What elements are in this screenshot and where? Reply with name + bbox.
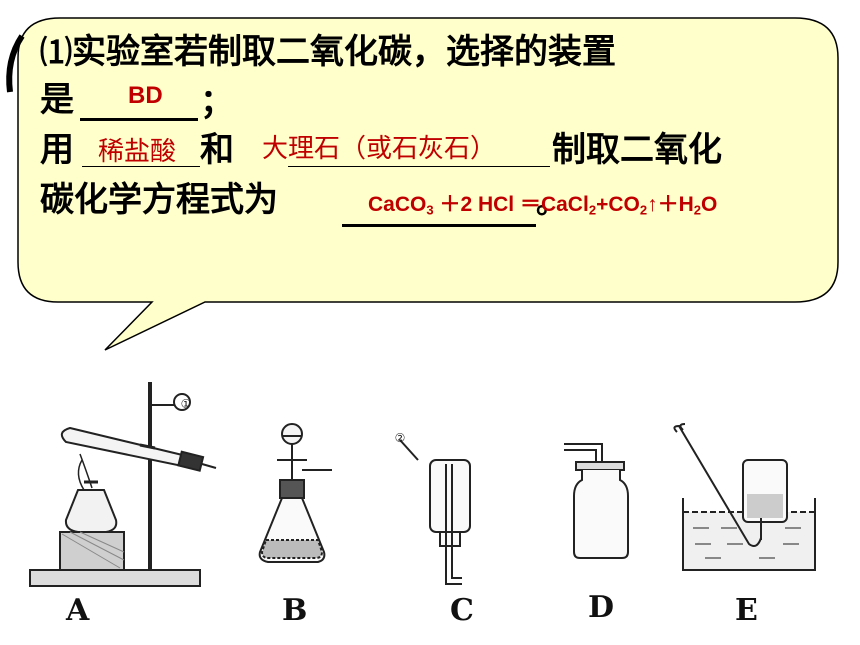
callout-1: ① xyxy=(181,397,192,411)
reagent1-blank xyxy=(82,166,200,167)
equation-blank xyxy=(342,224,536,227)
device-answer: BD xyxy=(128,82,163,109)
device-answer-blank xyxy=(80,118,198,121)
question-line-4-suffix: 。 xyxy=(536,186,566,221)
label-a: A xyxy=(66,593,90,628)
apparatus-e-water-collection xyxy=(673,423,816,571)
callout-2: ② xyxy=(395,431,406,445)
question-line-2-suffix: ； xyxy=(200,82,234,122)
reagent1-answer: 稀盐酸 xyxy=(98,137,177,167)
question-line-3-suffix: 制取二氧化 xyxy=(552,130,722,170)
reagent2-answer: 大理石（或石灰石） xyxy=(262,134,497,164)
equation-answer: CaCO3 ＋2 HCl ＝CaCl2+CO2↑＋H2O xyxy=(368,193,718,218)
question-line-3-prefix: 用 xyxy=(40,130,74,170)
apparatus-c-gas-bottle: ② xyxy=(395,431,471,585)
reagent2-blank xyxy=(288,166,550,167)
label-e: E xyxy=(735,593,758,628)
label-c: C xyxy=(450,593,474,628)
speech-bubble xyxy=(6,17,839,351)
apparatus-b-conical-flask xyxy=(258,423,332,563)
label-b: B xyxy=(282,593,308,628)
question-line-2-prefix: 是 xyxy=(40,80,74,120)
question-line-3-mid: 和 xyxy=(200,130,234,170)
apparatus-a-heating-setup: ① xyxy=(29,382,217,587)
question-number: ⑴ xyxy=(40,33,73,71)
apparatus-d-gas-bottle xyxy=(564,443,629,559)
question-line-1: ⑴实验室若制取二氧化碳，选择的装置 xyxy=(40,32,617,72)
question-line-4-prefix: 碳化学方程式为 xyxy=(40,180,278,220)
label-d: D xyxy=(588,590,615,625)
